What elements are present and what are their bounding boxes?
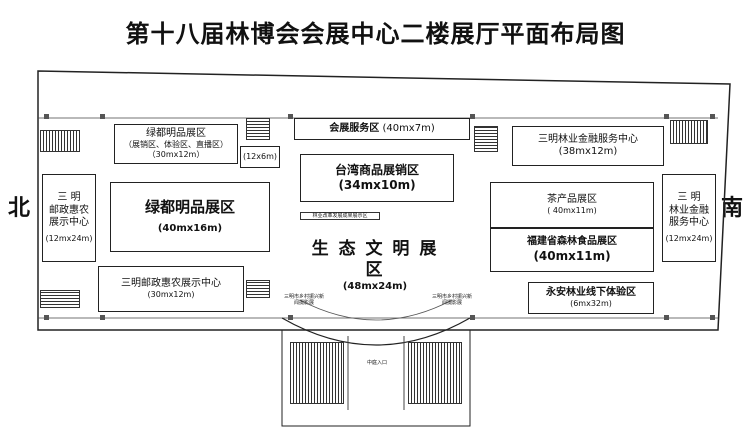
- room-huizhan-size: (40mx7m): [382, 122, 435, 134]
- reform-area-label: 林业改革发展成果展示区: [300, 212, 380, 220]
- room-yongan-name: 永安林业线下体验区: [546, 286, 636, 298]
- room-ludu-main-size: (40mx16m): [157, 223, 223, 235]
- room-huizhan: 会展服务区 (40mx7m): [294, 118, 470, 140]
- room-huizhan-name: 会展服务区: [329, 122, 380, 134]
- stairs-right-bottom: [408, 342, 462, 404]
- room-left-side-l3: 展示中心: [49, 217, 89, 229]
- room-huizhan-label: 会展服务区 (40mx7m): [329, 123, 434, 136]
- stairs-left-side: [40, 130, 80, 152]
- room-sanming-center-size: (30mx12m): [147, 290, 195, 300]
- room-right-side-l1: 三 明: [677, 192, 701, 204]
- south-label: 南: [721, 196, 744, 221]
- column: [44, 315, 49, 320]
- room-small-size: (12x6m): [242, 152, 278, 161]
- room-eco-name: 生 态 文 明 展 区: [311, 238, 439, 280]
- column: [100, 315, 105, 320]
- column: [664, 114, 669, 119]
- column: [288, 315, 293, 320]
- room-left-side-size: (12mx24m): [45, 233, 93, 243]
- room-finance-top-name: 三明林业金融服务中心: [538, 133, 638, 145]
- room-right-side-l2: 林业金融: [669, 204, 709, 216]
- news-photo-left-label: 三明市乡村振兴新闻摄影展: [284, 294, 325, 306]
- room-ludu-top-name: 绿都明品展区: [146, 127, 206, 139]
- stairs-right-mid: [246, 280, 270, 298]
- room-ludu-main-name: 绿都明品展区: [144, 198, 235, 217]
- room-tea: 茶产品展区 ( 40mx11m): [490, 182, 654, 228]
- news-photo-right-label: 三明市乡村振兴新闻摄影展: [432, 294, 473, 306]
- north-label: 北: [8, 196, 31, 221]
- room-yongan: 永安林业线下体验区 (6mx32m): [528, 282, 654, 314]
- room-eco: 生 态 文 明 展 区 (48mx24m): [300, 238, 450, 292]
- column: [470, 315, 475, 320]
- column: [710, 315, 715, 320]
- room-sanming-center: 三明邮政惠农展示中心 (30mx12m): [98, 266, 244, 312]
- room-forest-food: 福建省森林食品展区 (40mx11m): [490, 228, 654, 272]
- column: [710, 114, 715, 119]
- page-title: 第十八届林博会会展中心二楼展厅平面布局图: [125, 20, 626, 48]
- room-right-side-l3: 服务中心: [669, 217, 709, 229]
- room-yongan-size: (6mx32m): [570, 299, 612, 309]
- room-taiwan-name: 台湾商品展销区: [334, 163, 419, 177]
- room-taiwan: 台湾商品展销区 (34mx10m): [300, 154, 454, 202]
- column: [288, 114, 293, 119]
- room-ludu-top: 绿都明品展区 （展销区、体验区、直播区） （30mx12m）: [114, 124, 238, 164]
- room-ludu-top-size: （30mx12m）: [147, 150, 205, 160]
- room-finance-top: 三明林业金融服务中心 (38mx12m): [512, 126, 664, 166]
- room-ludu-main: 绿都明品展区 (40mx16m): [110, 182, 270, 252]
- stairs-left-bottom: [290, 342, 344, 404]
- room-tea-size: ( 40mx11m): [547, 206, 597, 216]
- room-left-side-l2: 邮政惠农: [49, 204, 89, 216]
- lobby-label: 中庭入口: [366, 360, 387, 366]
- room-left-side-l1: 三 明: [57, 192, 81, 204]
- column: [100, 114, 105, 119]
- stairs-top-right: [474, 126, 498, 152]
- room-finance-top-size: (38mx12m): [558, 146, 618, 157]
- room-right-side: 三 明 林业金融 服务中心 (12mx24m): [662, 174, 716, 262]
- column: [44, 114, 49, 119]
- column: [664, 315, 669, 320]
- room-small-12x6: (12x6m): [240, 146, 280, 168]
- room-tea-name: 茶产品展区: [547, 193, 597, 205]
- room-eco-size: (48mx24m): [342, 281, 408, 292]
- room-forest-food-size: (40mx11m): [533, 248, 611, 263]
- room-ludu-top-sub: （展销区、体验区、直播区）: [124, 140, 228, 150]
- room-right-side-size: (12mx24m): [665, 233, 713, 243]
- stairs-right-side: [670, 120, 708, 144]
- room-taiwan-size: (34mx10m): [338, 178, 416, 192]
- room-forest-food-name: 福建省森林食品展区: [527, 236, 617, 248]
- column: [470, 114, 475, 119]
- room-left-side: 三 明 邮政惠农 展示中心 (12mx24m): [42, 174, 96, 262]
- stairs-left-mid: [40, 290, 80, 308]
- stairs-top-left: [246, 118, 270, 140]
- room-sanming-center-name: 三明邮政惠农展示中心: [121, 277, 221, 289]
